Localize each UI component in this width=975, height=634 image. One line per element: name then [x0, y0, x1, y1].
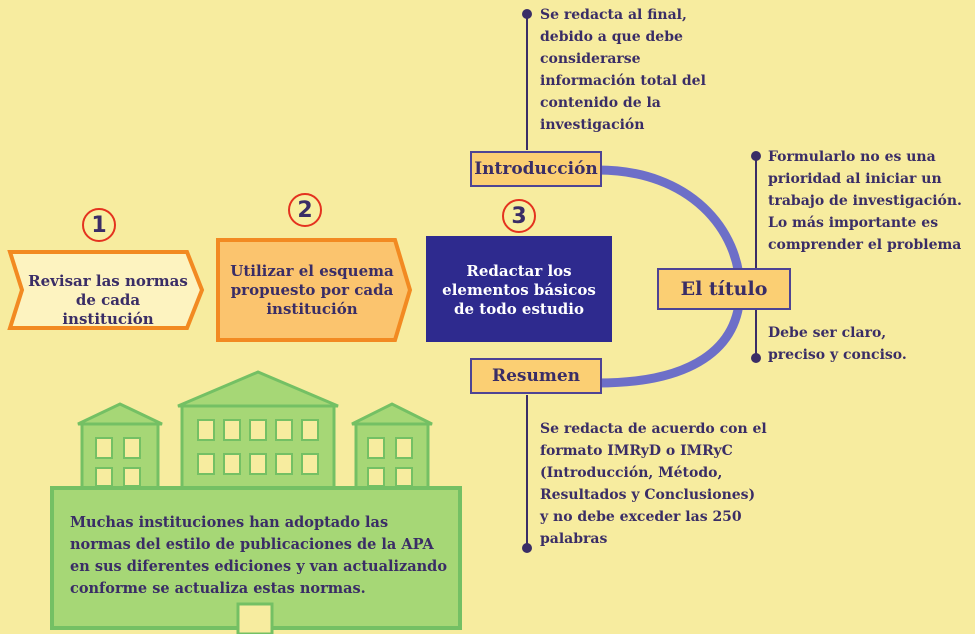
- introduccion-label: Introducción: [470, 151, 602, 187]
- titulo-note-bottom: Debe ser claro, preciso y conciso.: [768, 325, 907, 363]
- introduccion-note: Se redacta al final, debido a que debe c…: [540, 7, 706, 133]
- step-1-text: Revisar las normas de cada institución: [28, 272, 188, 328]
- building-text: Muchas instituciones han adoptado las no…: [70, 514, 447, 597]
- step-3-text: Redactar los elementos básicos de todo e…: [442, 262, 596, 318]
- step-1-number: 1: [82, 208, 116, 242]
- titulo-note-top: Formularlo no es una prioridad al inicia…: [768, 149, 962, 253]
- step-3-number: 3: [502, 199, 536, 233]
- step-2-number: 2: [288, 193, 322, 227]
- title-note-dot-bottom: [751, 353, 761, 363]
- resumen-label: Resumen: [470, 358, 602, 394]
- titulo-label: El título: [657, 268, 791, 310]
- step-2-box: [216, 238, 413, 342]
- step-1-box: [7, 250, 205, 330]
- building-illustration: [50, 370, 462, 634]
- step-2-text: Utilizar el esquema propuesto por cada i…: [230, 262, 394, 318]
- intro-note-dot: [522, 9, 532, 19]
- resumen-note: Se redacta de acuerdo con el formato IMR…: [540, 421, 767, 547]
- resumen-note-dot: [522, 543, 532, 553]
- title-note-dot-top: [751, 151, 761, 161]
- step-3-box: [426, 236, 612, 342]
